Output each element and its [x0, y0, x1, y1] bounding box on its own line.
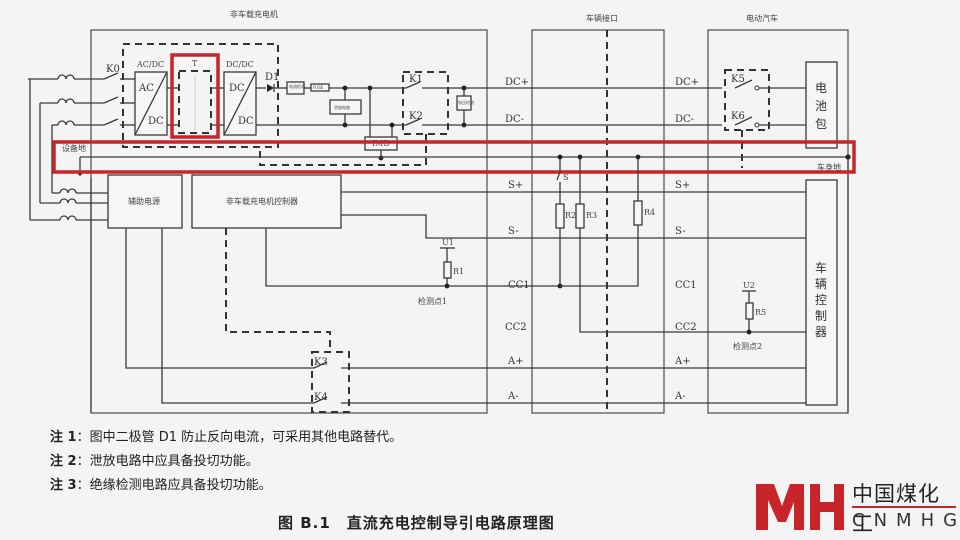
- signal-a-plus-charger: A+: [507, 356, 524, 367]
- signal-dc-plus-charger: DC+: [505, 77, 529, 88]
- k0-label: K0: [106, 64, 120, 75]
- r5-resistor: [745, 302, 754, 320]
- k3k4-control-line: [225, 228, 331, 352]
- battery-pack: [805, 61, 838, 149]
- signal-s-minus-vehicle: S-: [675, 226, 686, 237]
- signal-s-minus-charger: S-: [508, 226, 519, 237]
- detect-point-1-label: 检测点1: [418, 296, 447, 306]
- acdc-in: AC: [138, 83, 154, 94]
- section-title-charger: 非车载充电机: [230, 9, 278, 19]
- logo-text-en: CNMHG: [852, 510, 960, 531]
- vehicle-controller-char-2: 辆: [815, 277, 827, 291]
- dcdc-in: DC: [229, 83, 245, 94]
- signal-dc-minus-charger: DC-: [505, 114, 524, 125]
- charger-controller: [191, 174, 342, 229]
- detect-point-2-label: 检测点2: [733, 341, 762, 351]
- figure-caption: 图 B.1 直流充电控制导引电路原理图: [278, 514, 555, 532]
- vehicle-controller-char-1: 车: [815, 260, 827, 275]
- a-plus-line-charger: [125, 228, 314, 369]
- section-title-vehicle: 电动汽车: [746, 13, 778, 23]
- signal-a-plus-vehicle: A+: [674, 356, 691, 367]
- k5-label: K5: [731, 74, 745, 85]
- k6-label: K6: [731, 111, 745, 122]
- aux-input-fuses: [30, 188, 108, 221]
- equipment-ground-label: 设备地: [62, 143, 86, 153]
- voltage-detect-label: 电压检测: [458, 99, 474, 105]
- k2-label: K2: [409, 111, 423, 122]
- signal-a-minus-charger: A-: [507, 391, 519, 402]
- logo-divider: [852, 506, 956, 508]
- aux-power-supply: [107, 174, 183, 229]
- battery-char-1: 电: [815, 81, 827, 95]
- s-minus-line: [341, 214, 806, 239]
- cc1-line: [265, 228, 560, 287]
- logo-text-cn: 中国煤化工: [852, 482, 940, 536]
- transformer: [178, 70, 212, 134]
- k1k2-control-line: [259, 134, 427, 166]
- dcdc-title: DC/DC: [226, 60, 254, 69]
- r4-resistor: [633, 200, 643, 226]
- signal-a-minus-vehicle: A-: [674, 391, 686, 402]
- r3-resistor: [575, 203, 585, 229]
- power-module-boundary: [122, 43, 279, 148]
- a-minus-line-charger: [161, 228, 314, 404]
- cnmhg-logo: 中国煤化工 CNMHG: [754, 476, 960, 536]
- k5-k6-relay-group: [724, 69, 770, 131]
- interface-enclosure: [531, 29, 665, 414]
- aux-power-label: 辅助电源: [128, 196, 160, 206]
- dcdc-out: DC: [238, 116, 254, 127]
- r1-resistor: [443, 261, 452, 279]
- vehicle-controller-char-3: 控: [815, 293, 827, 307]
- k1-label: K1: [409, 74, 423, 85]
- transformer-highlight: [170, 53, 220, 139]
- fuse-label: FUSE: [313, 85, 324, 90]
- r4-label: R4: [644, 208, 655, 217]
- note-1: 注 1：图中二极管 D1 防止反向电流，可采用其他电路替代。: [50, 430, 403, 445]
- signal-cc2-charger: CC2: [505, 322, 527, 333]
- signal-cc2-vehicle: CC2: [675, 322, 697, 333]
- vehicle-controller-char-5: 器: [815, 325, 827, 339]
- k3-k4-relay-group: [311, 351, 350, 413]
- u1-label: U1: [442, 238, 454, 247]
- signal-s-plus-charger: S+: [508, 180, 523, 191]
- transformer-label: T: [192, 59, 198, 68]
- signal-s-plus-vehicle: S+: [675, 180, 690, 191]
- logo-mark-icon: [756, 484, 844, 530]
- r2-resistor: [555, 203, 565, 229]
- signal-cc1-vehicle: CC1: [675, 280, 697, 291]
- vehicle-controller-char-4: 制: [815, 309, 827, 323]
- k3-label: K3: [314, 357, 328, 368]
- k4-label: K4: [314, 392, 328, 403]
- r3-label: R3: [586, 211, 597, 220]
- signal-dc-minus-vehicle: DC-: [675, 114, 694, 125]
- r1-label: R1: [453, 267, 464, 276]
- current-detect-label: 电流检测: [289, 83, 305, 89]
- note-3: 注 3：绝缘检测电路应具备投切功能。: [50, 478, 272, 493]
- acdc-out: DC: [148, 116, 164, 127]
- battery-char-2: 池: [815, 99, 827, 113]
- ground-highlight: [52, 140, 856, 174]
- s-switch-label: S: [563, 173, 568, 182]
- cc2-line-vehicle: [579, 228, 806, 333]
- r5-label: R5: [755, 308, 766, 317]
- d1-diode-icon: [267, 84, 274, 92]
- charger-controller-label: 非车载充电机控制器: [226, 196, 298, 206]
- vehicle-controller: [805, 179, 838, 406]
- k1-k2-relay-group: [402, 71, 449, 135]
- ac-input-lines: [28, 72, 135, 220]
- battery-char-3: 包: [815, 117, 827, 131]
- d1-label: D1: [265, 72, 279, 83]
- bleeder-label: 泄放电路: [334, 104, 350, 110]
- r2-label: R2: [565, 211, 576, 220]
- notes-section: 注 1：图中二极管 D1 防止反向电流，可采用其他电路替代。 注 2：泄放电路中…: [50, 426, 402, 498]
- u2-label: U2: [743, 281, 755, 290]
- acdc-title: AC/DC: [136, 60, 164, 69]
- signal-dc-plus-vehicle: DC+: [675, 77, 699, 88]
- note-2: 注 2：泄放电路中应具备投切功能。: [50, 454, 259, 469]
- vehicle-ground-label: 车身地: [817, 162, 841, 172]
- signal-cc1-charger: CC1: [508, 280, 530, 291]
- section-title-interface: 车辆接口: [586, 13, 618, 23]
